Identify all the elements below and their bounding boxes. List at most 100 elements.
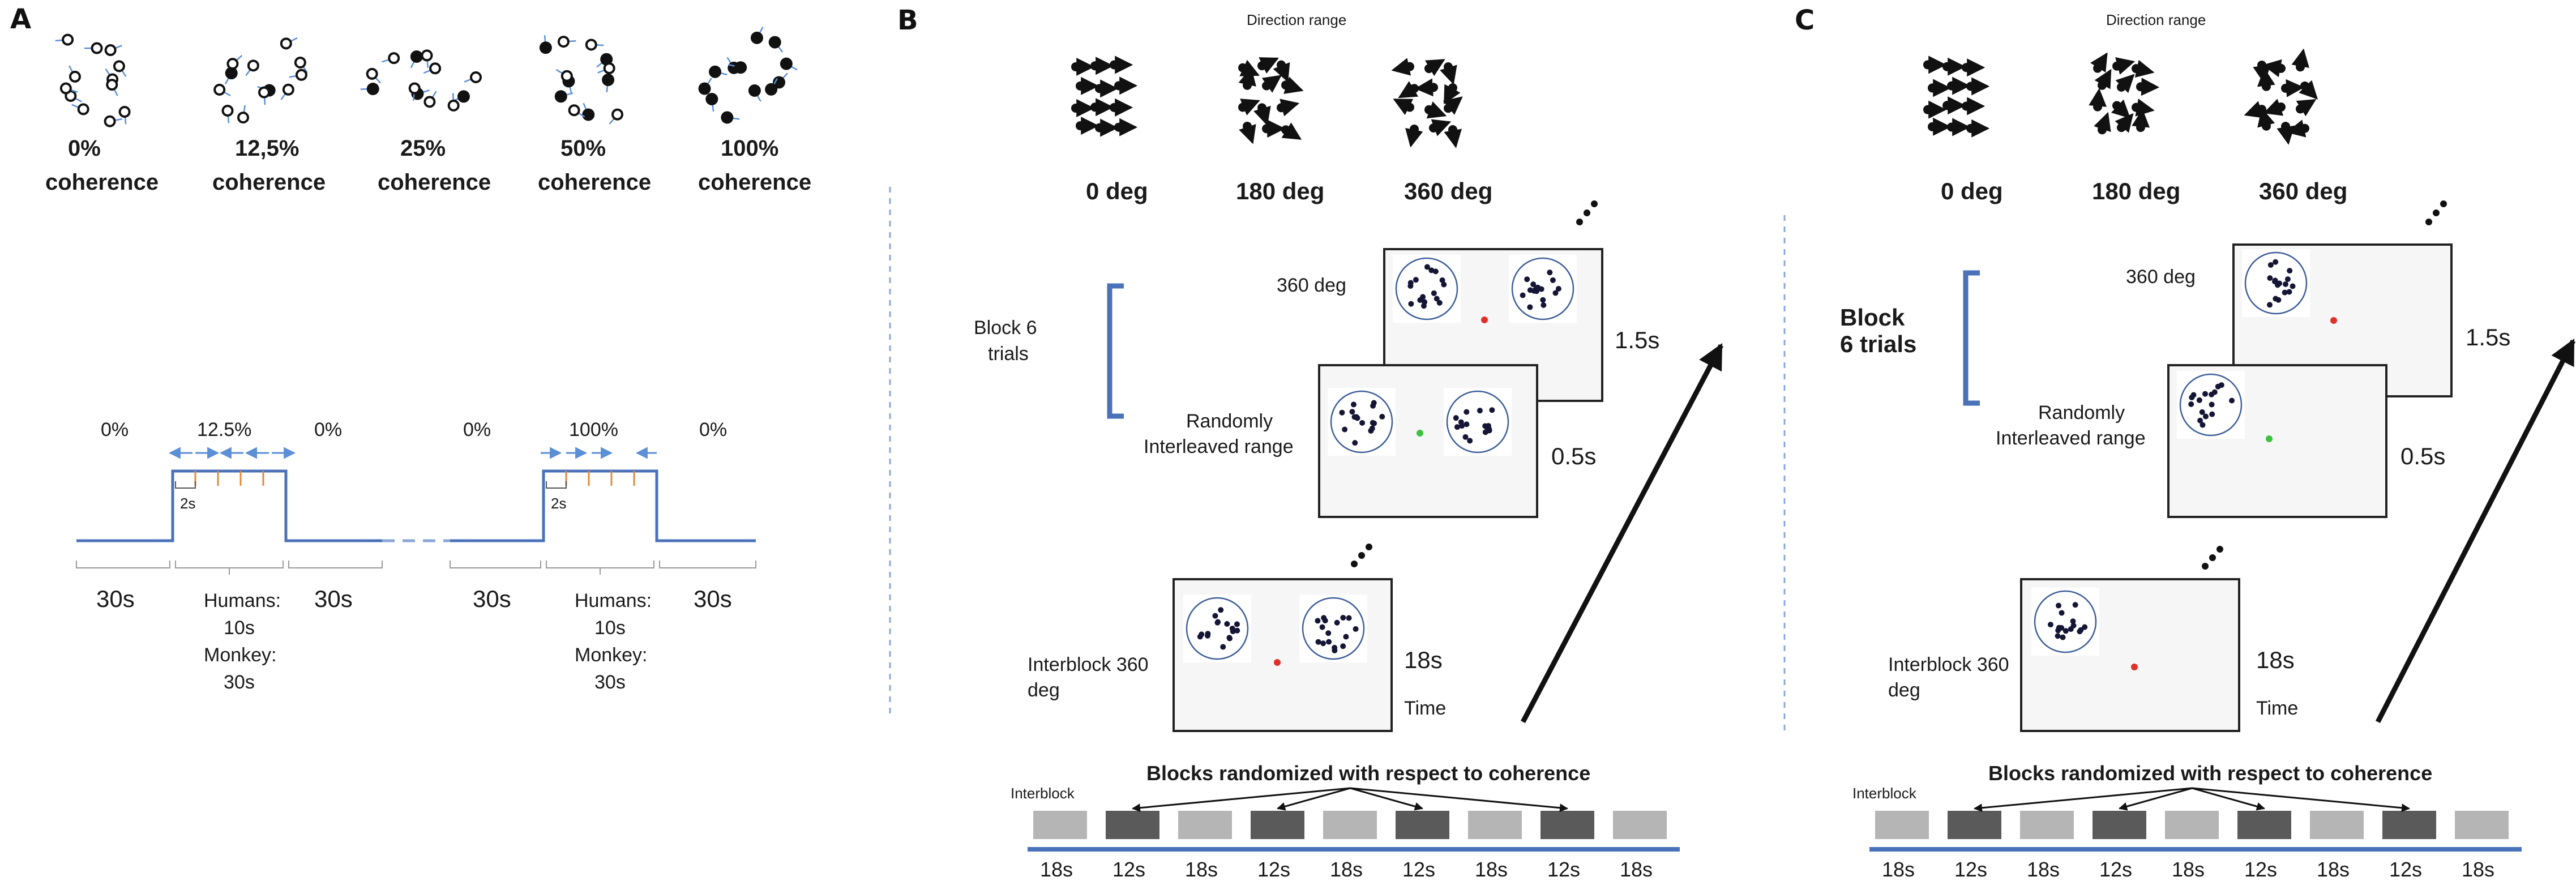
coherent-dot (750, 31, 763, 44)
randomization-arrow (1277, 787, 1351, 811)
direction-dot (2117, 123, 2126, 132)
pre-coherence-1: 0% (101, 419, 129, 440)
coherence-block (1106, 811, 1159, 839)
monkey-value-2: 30s (594, 672, 626, 693)
stimulus-dot (2070, 622, 2077, 628)
direction-dot (1114, 81, 1123, 91)
block-label-line2: trials (988, 343, 1029, 365)
ellipsis-top-c (2425, 200, 2447, 225)
panel-b: B Direction range 0 deg 180 deg 360 deg … (897, 5, 1723, 881)
random-dot (104, 115, 116, 127)
stimulus-dot (1432, 268, 1439, 275)
range-icon-0 (1923, 55, 1990, 138)
stimulus-dot (2277, 280, 2283, 286)
direction-dot (1947, 122, 1956, 132)
timeline-ticks-1 (194, 471, 264, 486)
random-dot (429, 62, 442, 75)
screen-bottom-stimuli-c (2031, 588, 2099, 656)
interblock-block (1178, 811, 1232, 839)
direction-dot (1277, 103, 1286, 113)
stimulus-dot (1215, 619, 1221, 625)
coherence-cluster-2: 25%coherence (360, 49, 491, 195)
fixation-top (1481, 317, 1488, 323)
direction-dot (1405, 62, 1414, 71)
direction-dot (1410, 125, 1419, 134)
stimulus-dot (1339, 409, 1345, 416)
direction-dot (1966, 123, 1975, 133)
screen-mid-label2-c: Interleaved range (1996, 427, 2146, 449)
stimulus-dot (2284, 276, 2291, 283)
stimulus-dot (1533, 286, 1539, 292)
stimulus-dot (2197, 417, 2203, 424)
stimulus-dot (1482, 423, 1488, 429)
direction-dot (1942, 101, 1952, 110)
direction-dot (1262, 124, 1271, 134)
block-label-line2-c: 6 trials (1840, 331, 1916, 357)
interblock-block (2310, 811, 2364, 839)
direction-dot (1942, 62, 1952, 71)
dot-aperture (1509, 255, 1577, 323)
block-duration: 12s (1547, 858, 1580, 881)
screen-bottom-time-c: 18s (2256, 647, 2295, 673)
screen-mid-label2: Interleaved range (1144, 436, 1294, 457)
direction-dot (1243, 121, 1252, 131)
interblock-block (2020, 811, 2074, 839)
dot-aperture (1183, 595, 1251, 662)
random-dot (557, 36, 570, 48)
stimulus-dot (2060, 634, 2066, 640)
block-duration: 18s (1475, 858, 1508, 881)
stimulus-dot (1436, 300, 1443, 306)
stimulus-dot (2272, 277, 2278, 284)
coherence-block (1541, 811, 1594, 839)
stimulus-dot (1350, 401, 1357, 408)
direction-dot (1281, 80, 1290, 90)
fixation-top-c (2330, 317, 2337, 324)
random-dot (59, 82, 72, 95)
interblock-block (2455, 811, 2509, 839)
direction-dot (2093, 63, 2102, 73)
stimulus-dot (1368, 427, 1374, 434)
stimulus-dot (1224, 621, 1230, 627)
direction-dot (2296, 62, 2305, 72)
direction-dot (1966, 82, 1975, 91)
interblock-label: Interblock (1852, 785, 1917, 802)
coherence-word: coherence (698, 170, 811, 195)
monkey-label-1: Monkey: (204, 644, 277, 666)
sequence-title: Blocks randomized with respect to cohere… (1146, 762, 1590, 785)
direction-dot (1444, 104, 1453, 113)
random-dot (213, 83, 226, 96)
direction-dot (1444, 62, 1453, 71)
coherence-block (2237, 811, 2291, 839)
stimulus-dot (2273, 259, 2279, 265)
timeline-trace-1 (76, 469, 382, 542)
direction-dot (1424, 105, 1434, 114)
aperture-ring (2244, 251, 2308, 315)
stimulus-dot (1351, 414, 1358, 420)
random-dot (294, 56, 306, 69)
direction-dot (1923, 60, 1932, 70)
block-duration: 18s (1040, 858, 1073, 881)
stimulus-dot (1530, 281, 1537, 288)
block-duration: 12s (2389, 858, 2422, 881)
time-arrow-c (2375, 338, 2576, 724)
randomization-arrow (1350, 787, 1568, 812)
stimulus-dot (2282, 289, 2288, 296)
random-dot (388, 52, 400, 65)
stimulus-dot (2062, 628, 2069, 634)
stimulus-dot (1424, 264, 1430, 270)
coherent-dot (602, 74, 615, 87)
coherent-dot (780, 57, 793, 70)
coherence-value: 0% (68, 136, 101, 161)
block-duration: 18s (1330, 858, 1363, 881)
coherence-block (2093, 811, 2146, 839)
block-duration: 18s (1882, 858, 1915, 881)
stimulus-dot (1555, 286, 1561, 292)
stimulus-dot (1524, 276, 1530, 283)
coherence-value: 25% (400, 136, 446, 161)
block-duration: 12s (1402, 858, 1435, 881)
coherent-dot (410, 50, 423, 63)
random-dot (585, 39, 597, 51)
coherence-timeline: 2s 2s 0% 12.5% 0% 0% 100% 0% (76, 419, 756, 693)
direction-range-title-c: Direction range (2106, 11, 2206, 28)
